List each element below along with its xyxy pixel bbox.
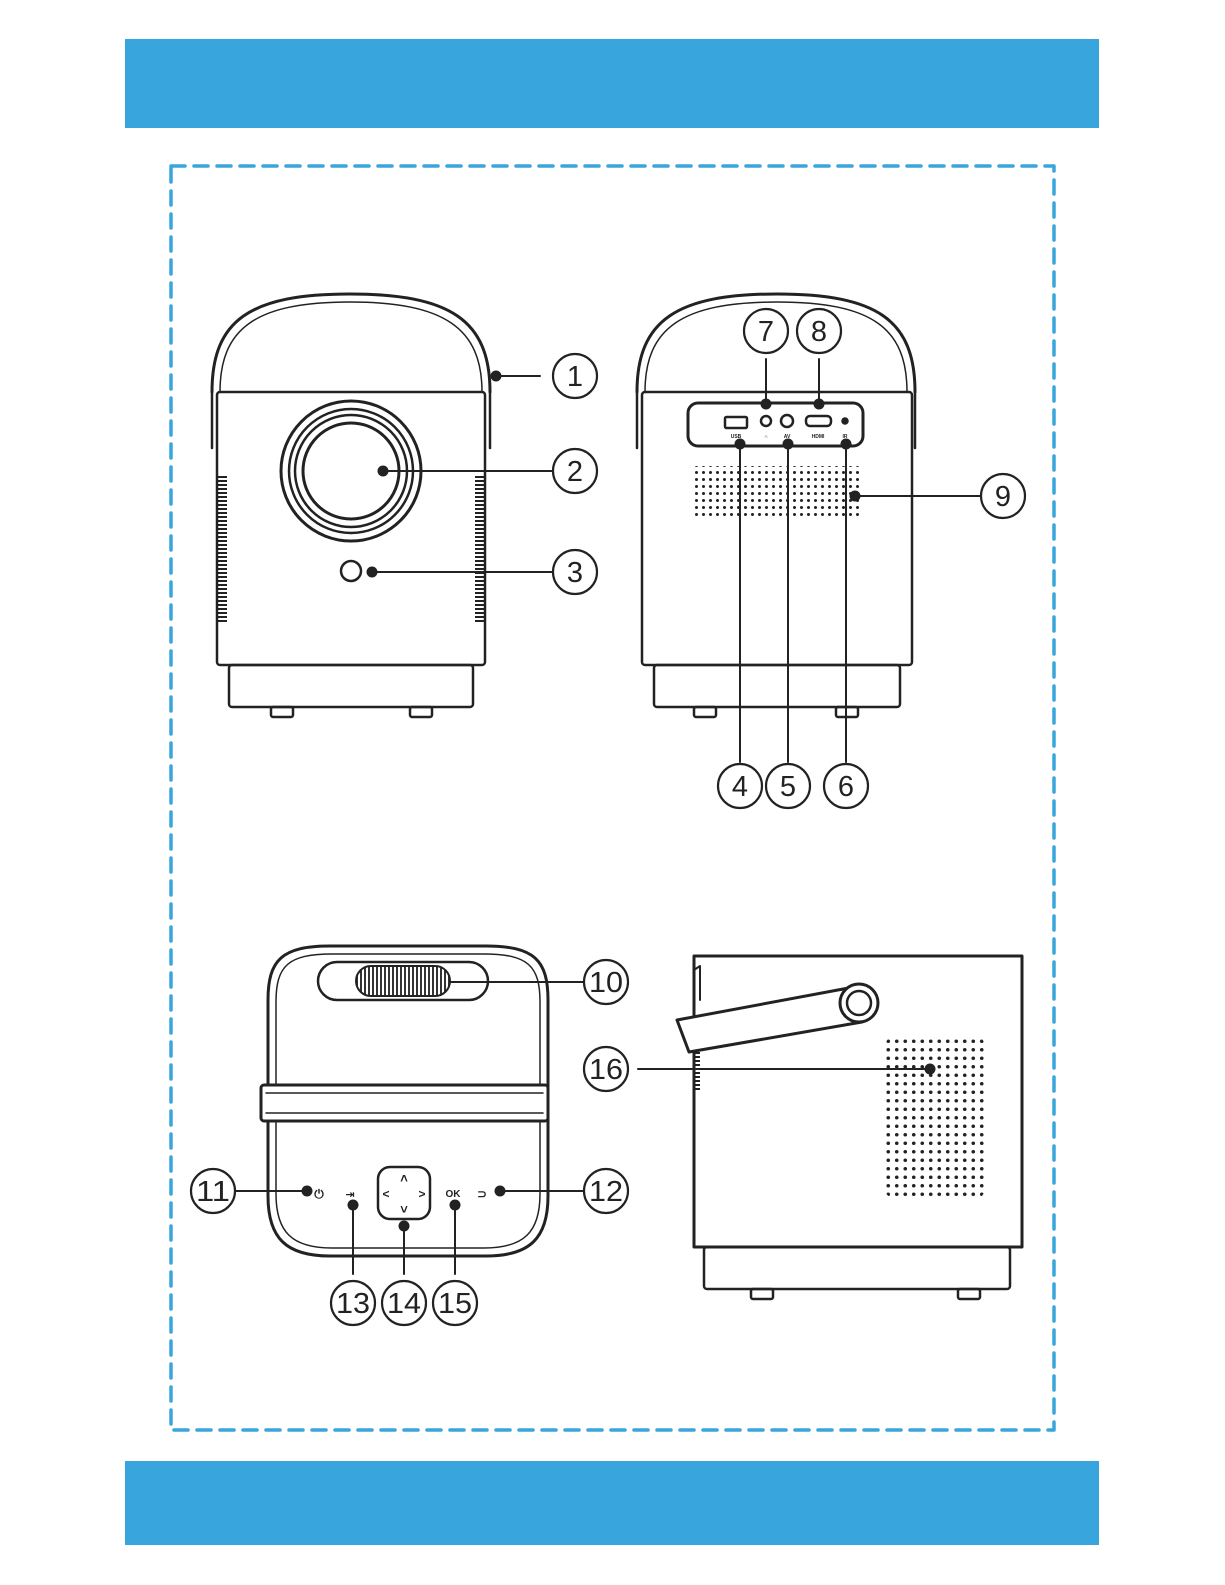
back-body <box>642 392 912 665</box>
return-key[interactable]: ⊃ <box>477 1187 487 1201</box>
callout-3: 3 <box>553 550 597 594</box>
callout-15-label: 15 <box>438 1288 472 1320</box>
callout-4: 4 <box>718 764 762 808</box>
callout-1: 1 <box>553 354 597 398</box>
callout-16: 16 <box>584 1047 628 1091</box>
callout-7: 7 <box>744 309 788 353</box>
front-view <box>212 294 490 717</box>
rear-speaker-grille <box>692 466 860 518</box>
callout-12: 12 <box>584 1169 628 1213</box>
dashed-frame <box>171 166 1054 1430</box>
key-left[interactable]: < <box>382 1187 389 1201</box>
power-key[interactable]: ⏻ <box>314 1187 324 1201</box>
callout-2-label: 2 <box>567 456 583 488</box>
callout-4-label: 4 <box>732 771 748 803</box>
port-label-hdmi: HDMI <box>812 434 825 440</box>
callout-8: 8 <box>797 309 841 353</box>
callout-2: 2 <box>553 449 597 493</box>
callout-5: 5 <box>766 764 810 808</box>
callout-14: 14 <box>382 1281 426 1325</box>
callout-12-label: 12 <box>589 1176 623 1208</box>
callout-9-label: 9 <box>995 481 1011 513</box>
key-up[interactable]: ˄ <box>400 1171 408 1186</box>
focus-wheel <box>356 966 450 996</box>
callout-11-label: 11 <box>196 1176 230 1208</box>
back-view: USB ∩ AV HDMI IR <box>637 294 915 717</box>
callout-14-label: 14 <box>387 1288 421 1320</box>
callout-1-label: 1 <box>567 361 583 393</box>
callout-13: 13 <box>331 1281 375 1325</box>
side-view <box>677 956 1022 1299</box>
callout-16-label: 16 <box>589 1054 623 1086</box>
callout-6: 6 <box>824 764 868 808</box>
side-base <box>704 1247 1010 1289</box>
callout-15: 15 <box>433 1281 477 1325</box>
callout-9: 9 <box>981 474 1025 518</box>
callout-3-label: 3 <box>567 557 583 589</box>
callout-13-label: 13 <box>336 1288 370 1320</box>
input-source-key[interactable]: ⇥ <box>345 1189 354 1201</box>
front-base <box>229 665 473 707</box>
callout-10: 10 <box>584 960 628 1004</box>
callout-6-label: 6 <box>838 771 854 803</box>
back-base <box>654 665 900 707</box>
callout-5-label: 5 <box>780 771 796 803</box>
front-body <box>217 392 485 665</box>
ir-receiver-icon <box>843 419 848 424</box>
ok-key[interactable]: OK <box>446 1189 462 1200</box>
callout-11: 11 <box>191 1169 235 1213</box>
side-speaker-grille <box>885 1035 985 1200</box>
port-label-headphone: ∩ <box>764 434 768 440</box>
callout-10-label: 10 <box>589 967 623 999</box>
callout-7-label: 7 <box>758 316 774 348</box>
key-right[interactable]: > <box>418 1187 425 1201</box>
top-view: ˄ ˅ < > ⏻ ⇥ OK ⊃ <box>261 946 548 1256</box>
callout-8-label: 8 <box>811 316 827 348</box>
front-handle <box>212 294 490 392</box>
top-strap-band <box>261 1085 548 1121</box>
key-down[interactable]: ˅ <box>400 1202 408 1217</box>
